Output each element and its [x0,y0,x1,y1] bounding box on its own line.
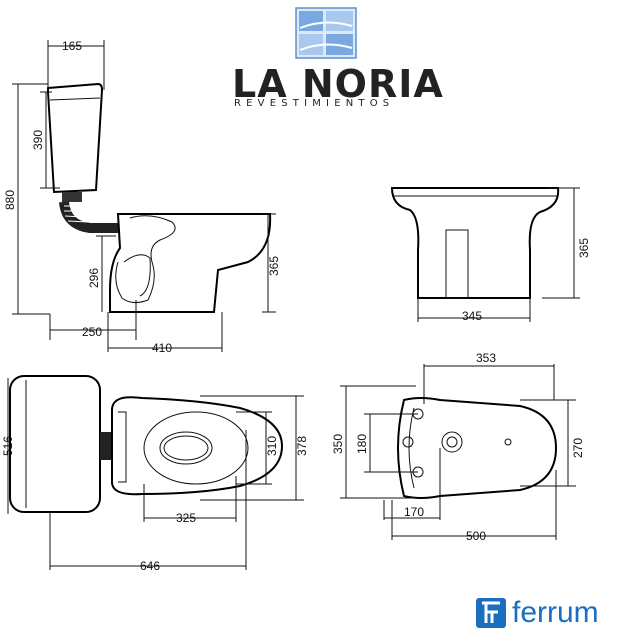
dim-seat-width: 310 [265,436,279,456]
dim-bidet-width: 345 [462,309,482,323]
dim-tank-depth: 165 [62,39,82,53]
dim-hole-spacing: 180 [355,434,369,454]
dim-bidet-top-width: 350 [331,434,345,454]
dim-outlet-height: 296 [87,268,101,288]
dim-bowl-length: 410 [152,341,172,355]
toilet-top-view: 516 310 378 325 646 [1,375,309,573]
manufacturer-name: ferrum [512,596,599,629]
brand-subtitle: REVESTIMIENTOS [234,98,395,109]
bidet-top-view: 353 350 180 270 170 500 [331,351,585,543]
bidet-side-view: 365 345 [390,187,591,323]
dim-rim-height: 365 [267,256,281,276]
dim-fixing-spacing: 270 [571,438,585,458]
dim-bowl-width: 378 [295,436,309,456]
dim-tank-height: 390 [31,130,45,150]
ferrum-logo-icon [476,598,506,628]
dim-bidet-height: 365 [577,238,591,258]
dim-hole-offset: 170 [404,505,424,519]
brand-name: LA NORIA [232,62,444,106]
dim-outlet-distance: 250 [82,325,102,339]
toilet-side-view: 165 390 880 296 365 250 410 [3,39,281,355]
dim-tank-width: 516 [1,436,15,456]
brand-window-icon [295,7,357,59]
dim-bidet-top-length: 353 [476,351,496,365]
dim-total-height: 880 [3,190,17,210]
dim-seat-length: 325 [176,511,196,525]
dim-bidet-total-length: 500 [466,529,486,543]
dim-toilet-total-length: 646 [140,559,160,573]
flex-pipe [59,192,118,233]
